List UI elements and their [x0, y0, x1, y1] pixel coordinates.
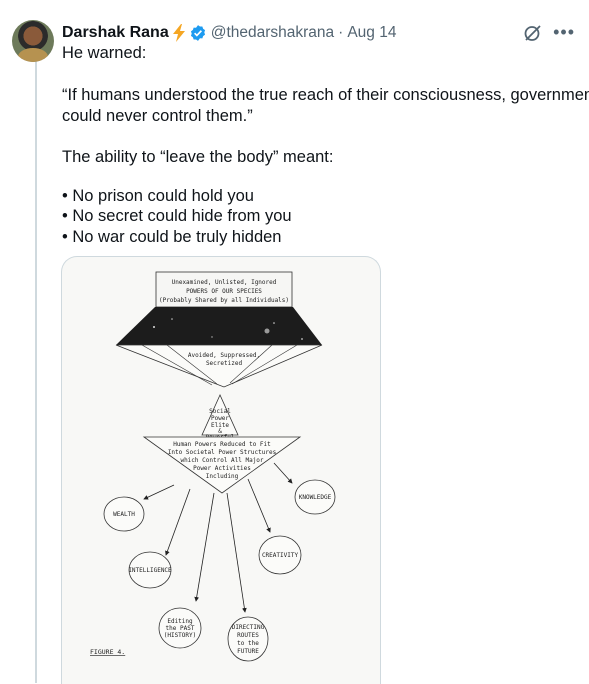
elite-line-4: & — [218, 428, 222, 435]
reduced-line-1: Human Powers Reduced to Fit — [173, 441, 271, 448]
verified-badge-icon[interactable] — [189, 24, 207, 42]
tweet-line-intro: He warned: — [62, 44, 147, 62]
post-date[interactable]: Aug 14 — [347, 24, 397, 41]
node-directing-line-3: to the — [237, 640, 259, 647]
avatar[interactable] — [12, 20, 54, 62]
reduced-line-2: Into Societal Power Structures — [168, 449, 277, 456]
figure-caption: FIGURE 4. — [90, 648, 125, 656]
node-wealth — [103, 496, 145, 532]
lightning-bolt-icon — [172, 24, 185, 42]
elite-line-2: Power — [211, 415, 229, 422]
funnel — [115, 344, 323, 388]
node-editing — [158, 607, 202, 649]
tweet-quote-line-1: “If humans understood the true reach of … — [62, 86, 589, 104]
node-creativity — [258, 535, 302, 575]
top-box-line-3: (Probably Shared by all Individuals) — [159, 297, 289, 304]
node-directing-line-4: FUTURE — [237, 648, 259, 655]
node-knowledge-label: KNOWLEDGE — [299, 494, 332, 501]
node-creativity-label: CREATIVITY — [262, 552, 299, 559]
node-intelligence — [128, 551, 172, 589]
grok-icon[interactable] — [523, 23, 543, 43]
node-wealth-label: WEALTH — [113, 511, 135, 518]
top-box — [155, 271, 293, 308]
top-box-line-2: POWERS OF OUR SPECIES — [186, 288, 262, 295]
tweet-bullet-1: • No prison could hold you — [62, 187, 254, 205]
funnel-label-1: Avoided, Suppressed, — [188, 352, 260, 359]
separator-dot: · — [338, 24, 344, 41]
elite-line-3: Elite — [211, 422, 229, 429]
thread-line — [35, 58, 37, 683]
node-editing-line-1: Editing — [167, 618, 193, 625]
author-handle[interactable]: @thedarshakrana — [210, 24, 335, 41]
tweet-bullet-3: • No war could be truly hidden — [62, 228, 282, 246]
node-directing-line-2: ROUTES — [237, 632, 259, 639]
author-name[interactable]: Darshak Rana — [62, 24, 169, 41]
reduced-line-4: Power Activities — [193, 465, 251, 472]
tweet-bullet-2: • No secret could hide from you — [62, 207, 292, 225]
node-knowledge — [294, 479, 336, 515]
tweet-header: Darshak Rana @thedarshakrana · Aug 14 — [62, 22, 396, 44]
node-editing-line-2: the PAST — [166, 625, 195, 632]
top-box-line-1: Unexamined, Unlisted, Ignored — [172, 279, 277, 286]
tweet-line-ability: The ability to “leave the body” meant: — [62, 148, 334, 166]
node-directing-line-1: DIRECTING — [232, 624, 265, 631]
elite-line-1: Social — [209, 408, 231, 415]
tweet-media-image[interactable]: Unexamined, Unlisted, Ignored POWERS OF … — [61, 256, 381, 684]
node-directing — [227, 616, 269, 662]
node-editing-line-3: (HISTORY) — [164, 632, 197, 639]
reduced-triangle — [142, 436, 302, 494]
node-intelligence-label: INTELLIGENCE — [128, 567, 172, 574]
reduced-line-3: which Control All Major — [180, 457, 263, 464]
power-diagram: Unexamined, Unlisted, Ignored POWERS OF … — [90, 271, 336, 662]
elite-triangle — [201, 394, 239, 436]
more-icon[interactable]: ••• — [553, 22, 575, 42]
funnel-label-2: Secretized — [206, 360, 243, 367]
reduced-line-5: Including — [206, 473, 239, 480]
tweet-quote-line-2: could never control them.” — [62, 107, 253, 125]
tweet-actions-top: ••• — [523, 22, 575, 43]
dark-band — [116, 307, 322, 345]
